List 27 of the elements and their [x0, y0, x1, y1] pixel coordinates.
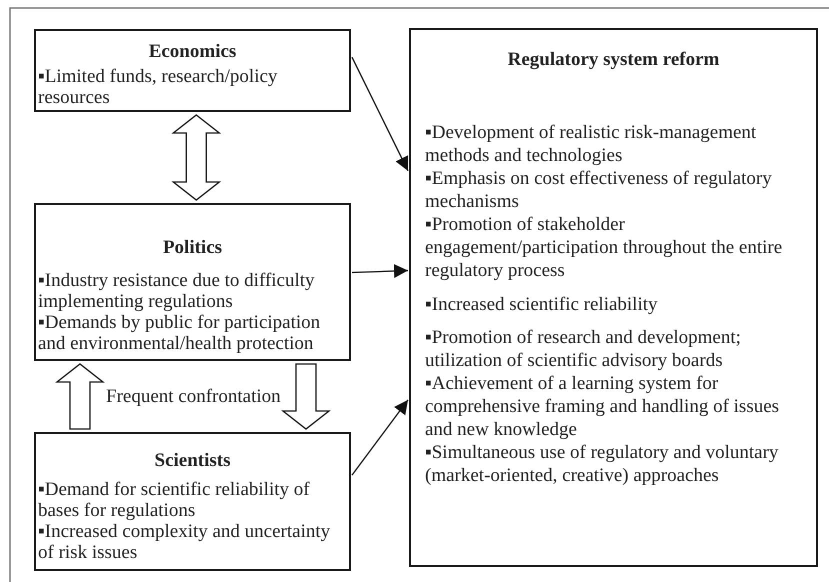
- box-heading: Scientists: [154, 450, 232, 471]
- annotation-text: Frequent confrontation: [106, 386, 281, 408]
- bullet-text: ▪Increased scientific reliability: [425, 293, 659, 316]
- text-box: [34, 29, 351, 112]
- bullet-text: ▪Promotion of research and development; utilization of scientific advisory boards: [425, 326, 742, 372]
- block-arrow: [171, 114, 222, 201]
- bullet-text: ▪Simultaneous use of regulatory and voluntary (market-oriented, creative) approaches: [425, 441, 780, 487]
- bullet-text: ▪Demands by public for participation and environmental/health protection: [38, 312, 322, 354]
- bullet-text: ▪Increased complexity and uncertainty of risk issues: [38, 521, 332, 563]
- block-arrow: [55, 363, 105, 430]
- bullet-text: ▪Achievement of a learning system for comprehensive framing and handling of issues and new knowledge: [425, 372, 780, 441]
- text-box: [34, 432, 351, 571]
- arrow: [351, 56, 409, 172]
- box-heading: Economics: [148, 41, 238, 62]
- text-box: [409, 28, 818, 567]
- box-heading: Regulatory system reform: [506, 48, 720, 71]
- box-heading: Politics: [162, 237, 224, 258]
- arrow: [351, 400, 409, 476]
- text-box: [34, 203, 351, 361]
- bullet-text: ▪Limited funds, research/policy resources: [38, 66, 278, 108]
- bullet-text: ▪Industry resistance due to difficulty implementing regulations: [38, 270, 316, 312]
- bullet-text: ▪Promotion of stakeholder engagement/participation throughout the entire regulatory process: [425, 213, 784, 282]
- block-arrow: [281, 363, 331, 430]
- bullet-text: ▪Development of realistic risk-management methods and technologies: [425, 121, 758, 167]
- bullet-text: ▪Demand for scientific reliability of bases for regulations: [38, 479, 311, 521]
- bullet-text: ▪Emphasis on cost effectiveness of regulatory mechanisms: [425, 167, 773, 213]
- arrow: [352, 264, 408, 278]
